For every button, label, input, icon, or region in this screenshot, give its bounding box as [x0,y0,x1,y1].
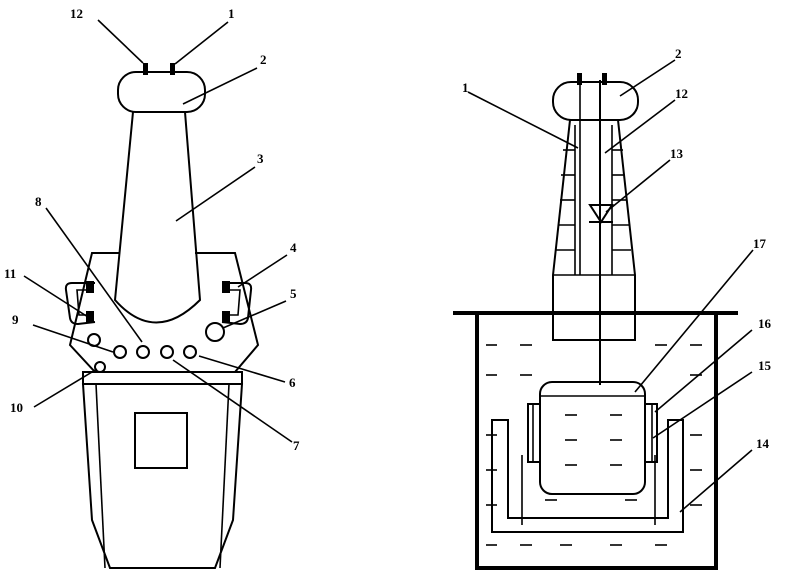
leader-10 [33,368,98,408]
tank-edge-right [219,383,230,569]
label-right-2: 2 [675,46,682,61]
label-left-9: 9 [12,312,19,327]
label-left-1: 1 [228,6,235,21]
iron-core [491,419,684,533]
lower-tank [81,383,244,569]
label-left-2: 2 [260,52,267,67]
leader-7 [172,359,293,443]
leader-r-12 [604,99,676,154]
leader-4 [237,254,288,288]
leader-r-16 [654,329,753,413]
socket-10 [94,361,106,373]
bushing [113,111,202,324]
label-left-11: 11 [4,266,16,281]
top-cap [117,71,206,113]
handle-right-inner [225,289,241,316]
leader-r-17 [634,249,754,393]
label-right-12: 12 [675,86,688,101]
label-right-16: 16 [758,316,772,331]
leader-1 [174,21,229,65]
right-view: 1 2 12 13 17 16 15 14 [453,46,772,570]
leader-9 [32,324,114,353]
label-left-5: 5 [290,286,297,301]
label-right-17: 17 [753,236,767,251]
leader-6 [198,355,286,383]
label-left-4: 4 [290,240,297,255]
label-right-15: 15 [758,358,772,373]
terminal-r-right [602,73,607,85]
leader-5 [222,300,287,329]
winding-left [527,403,541,463]
top-cap-r [552,81,639,121]
leader-r-2 [619,59,676,97]
left-view: 12 1 2 3 4 5 6 7 8 9 10 11 [4,6,300,569]
leader-r-1 [467,91,579,149]
label-right-14: 14 [756,436,770,451]
tank-band [82,371,243,385]
oil-level-marks [486,344,702,546]
terminal-r-left [577,73,582,85]
socket-8 [136,345,150,359]
grip-left-bottom [86,311,94,323]
label-right-1: 1 [462,80,469,95]
nameplate [134,412,188,469]
tank-edge-left [95,383,106,569]
label-left-3: 3 [257,151,264,166]
leader-11 [23,275,89,318]
bushing-ribs [556,149,631,251]
winding-right [644,403,658,463]
leader-8 [45,207,143,343]
leader-r-15 [652,371,753,439]
label-left-6: 6 [289,375,296,390]
label-left-8: 8 [35,194,42,209]
label-left-10: 10 [10,400,23,415]
bushing-r [552,119,636,341]
terminal-left [143,63,148,75]
diode-13 [588,204,614,224]
grip-right-bottom [222,311,230,323]
knob-5 [205,322,225,342]
grip-left-top [86,281,94,293]
leader-3 [175,166,256,222]
coil-17 [539,381,646,495]
leader-2 [182,67,258,105]
socket-7 [160,345,174,359]
handle-right [221,282,253,326]
label-right-13: 13 [670,146,684,161]
leader-r-13 [605,159,671,213]
leader-r-14 [679,449,753,513]
socket-9 [113,345,127,359]
label-left-7: 7 [293,438,300,453]
core-inner [521,455,656,525]
grip-right-top [222,281,230,293]
socket-6 [183,345,197,359]
label-left-12: 12 [70,6,83,21]
oil-tank [475,315,718,570]
leader-12 [97,19,144,64]
terminal-right [170,63,175,75]
